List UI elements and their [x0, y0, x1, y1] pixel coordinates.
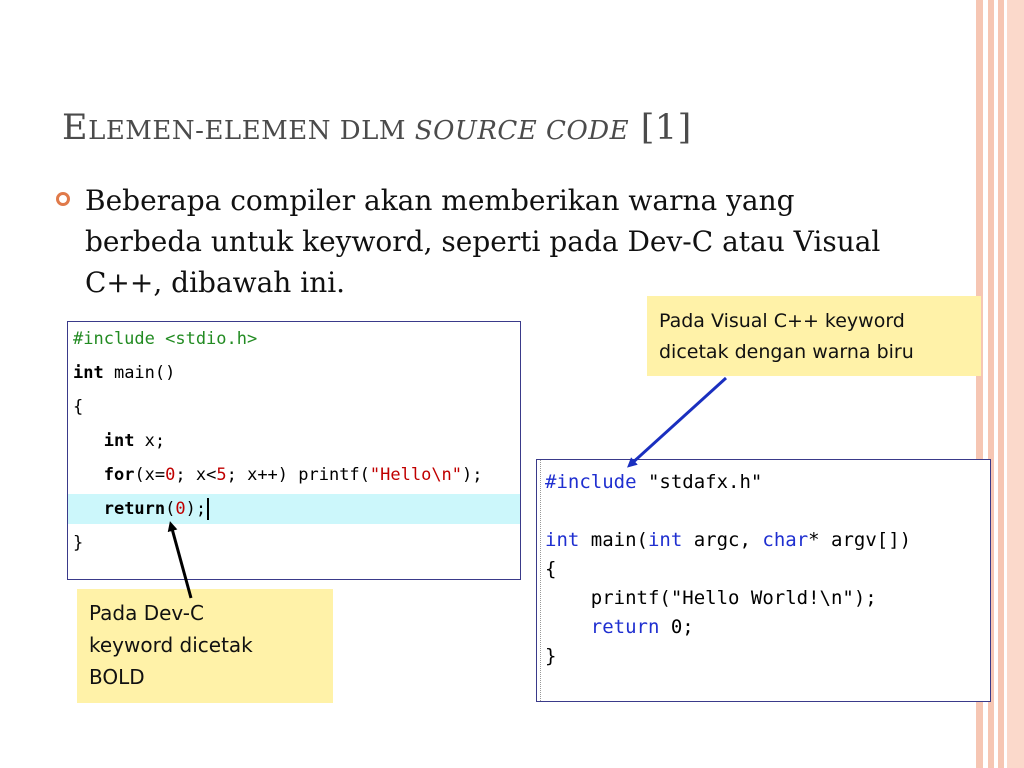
code-number: 0	[175, 499, 186, 519]
code-number: 0	[165, 465, 176, 485]
code-text: 0;	[659, 616, 694, 638]
callout-line: dicetak dengan warna biru	[659, 341, 914, 363]
code-indent	[545, 616, 591, 638]
stripe	[998, 0, 1004, 768]
code-keyword: return	[590, 616, 660, 638]
callout-devc: Pada Dev-C keyword dicetak BOLD	[77, 589, 333, 703]
code-text: {	[545, 558, 557, 580]
stripe	[976, 0, 983, 768]
code-line: for(x=0; x<5; x++) printf("Hello\n");	[73, 460, 483, 490]
code-keyword: int	[545, 529, 580, 551]
stripe	[1007, 0, 1024, 768]
code-line: #include <stdio.h>	[73, 324, 257, 354]
code-keyword: for	[103, 465, 135, 485]
code-keyword: int	[103, 431, 135, 451]
code-line: {	[545, 555, 556, 584]
title-italic: source code	[414, 116, 630, 146]
arrow-to-vc-keyword	[627, 376, 728, 468]
code-text: main()	[103, 363, 176, 383]
title-suffix: [1]	[629, 108, 692, 148]
bullet-icon	[56, 192, 70, 206]
code-keyword: int	[647, 529, 683, 551]
title-first-letter: E	[62, 108, 89, 148]
callout-visual-cpp: Pada Visual C++ keyword dicetak dengan w…	[647, 296, 981, 376]
callout-line: Pada Dev-C	[89, 601, 204, 625]
code-indent	[73, 499, 104, 519]
code-text: main(	[579, 529, 648, 551]
callout-line: keyword dicetak	[89, 633, 253, 657]
code-line: int main()	[73, 358, 175, 388]
code-line: {	[73, 392, 83, 422]
code-text: * argv[])	[808, 529, 912, 551]
devc-code-box: #include <stdio.h> int main() { int x; f…	[67, 321, 521, 580]
bullet-text: Beberapa compiler akan memberikan warna …	[85, 184, 881, 299]
callout-line: BOLD	[89, 665, 145, 689]
code-gutter	[540, 460, 543, 701]
code-line-highlighted: return(0);	[68, 494, 520, 524]
code-text: );	[185, 499, 207, 519]
code-keyword: int	[73, 363, 104, 383]
code-keyword: #include	[545, 471, 637, 493]
code-indent	[73, 465, 104, 485]
slide-title: Elemen-elemen dlm source code [1]	[62, 108, 692, 148]
code-text: ; x<	[175, 465, 217, 485]
code-directive: #include <stdio.h>	[73, 329, 258, 349]
code-string: "Hello\n"	[369, 465, 463, 485]
code-text: (x=	[134, 465, 166, 485]
code-keyword: char	[762, 529, 809, 551]
code-text: "stdafx.h"	[636, 471, 763, 493]
code-text: x;	[134, 431, 166, 451]
code-text: printf("Hello World!\n");	[545, 587, 877, 609]
vc-code-box: #include "stdafx.h" int main(int argc, c…	[536, 459, 991, 702]
code-text: );	[462, 465, 483, 485]
code-line: #include "stdafx.h"	[545, 468, 762, 497]
code-indent	[73, 431, 104, 451]
stripe	[988, 0, 994, 768]
code-text: }	[73, 533, 84, 553]
code-line: }	[73, 528, 83, 558]
code-line: return 0;	[545, 613, 694, 642]
code-line: int x;	[73, 426, 165, 456]
callout-line: Pada Visual C++ keyword	[659, 310, 905, 332]
code-text: {	[73, 397, 84, 417]
code-line: int main(int argc, char* argv[])	[545, 526, 911, 555]
text-caret	[207, 498, 210, 520]
code-text: (	[165, 499, 176, 519]
code-text: }	[545, 645, 557, 667]
code-text: ; x++) printf(	[226, 465, 370, 485]
code-text: argc,	[682, 529, 763, 551]
code-line: printf("Hello World!\n");	[545, 584, 877, 613]
code-keyword: return	[103, 499, 166, 519]
title-text: lemen-elemen dlm	[88, 116, 415, 146]
code-line: }	[545, 642, 556, 671]
decorative-stripes	[976, 0, 1024, 768]
code-number: 5	[216, 465, 227, 485]
